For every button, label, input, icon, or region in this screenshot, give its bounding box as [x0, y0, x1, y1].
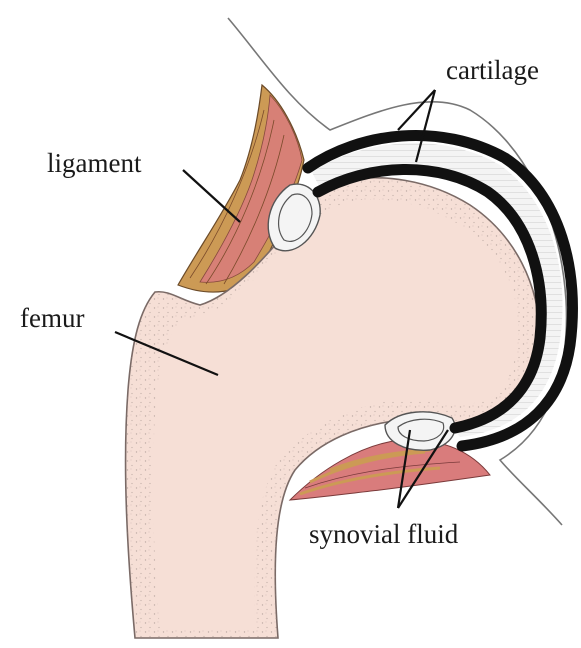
- femur-label: femur: [20, 305, 84, 332]
- ligament-label: ligament: [47, 150, 141, 177]
- cartilage-label: cartilage: [446, 57, 539, 84]
- synovial-fluid-label: synovial fluid: [309, 521, 458, 548]
